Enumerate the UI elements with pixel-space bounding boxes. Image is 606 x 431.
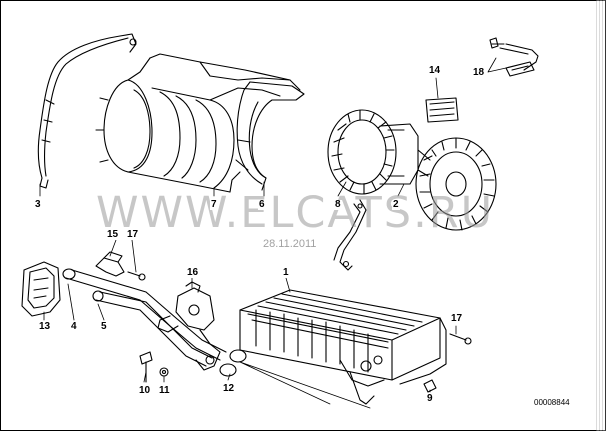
part-17-screw-right (449, 333, 472, 345)
callout-18: 18 (472, 67, 486, 78)
part-14-filter (425, 97, 459, 123)
part-8-bracket (333, 199, 367, 271)
callout-7: 7 (210, 199, 218, 210)
callout-11: 11 (158, 385, 171, 396)
callout-13: 13 (38, 321, 52, 332)
part-15-clamp (95, 251, 125, 277)
frame-scan-edge (596, 0, 606, 431)
part-5-coolant-pipe (92, 290, 213, 367)
part-18-sensor (489, 37, 539, 77)
part-7-blower-housing (95, 53, 301, 193)
part-1-heater-core (239, 289, 447, 405)
part-12-o-rings (219, 349, 247, 377)
callout-4: 4 (70, 321, 78, 332)
callout-10: 10 (138, 385, 152, 396)
part-17-screw-left (127, 271, 146, 281)
part-3-strap (37, 33, 137, 189)
callout-6: 6 (258, 199, 266, 210)
callout-12: 12 (222, 383, 236, 394)
part-9-nut (423, 379, 437, 393)
callout-8: 8 (334, 199, 342, 210)
part-2-blower-fan (327, 109, 497, 231)
part-6-side-cover (235, 81, 305, 191)
part-11-washer (159, 367, 169, 377)
callout-16: 16 (186, 267, 200, 278)
callout-17-left: 17 (126, 229, 140, 240)
callout-9: 9 (426, 393, 434, 404)
part-16-valve (157, 281, 221, 371)
part-10-bolt (139, 351, 153, 383)
callout-2: 2 (392, 199, 400, 210)
watermark-date: 28.11.2011 (263, 238, 317, 250)
callout-1: 1 (282, 267, 290, 278)
diagram-reference-number: 00008844 (534, 398, 570, 407)
leader-lines (39, 57, 507, 409)
watermark-text: WWW.ELCATS.RU (96, 188, 495, 238)
part-13-grommet (21, 261, 61, 317)
callout-14: 14 (428, 65, 442, 76)
callout-5: 5 (100, 321, 108, 332)
callout-3: 3 (34, 199, 42, 210)
callout-15: 15 (106, 229, 120, 240)
callout-17-right: 17 (450, 313, 464, 324)
